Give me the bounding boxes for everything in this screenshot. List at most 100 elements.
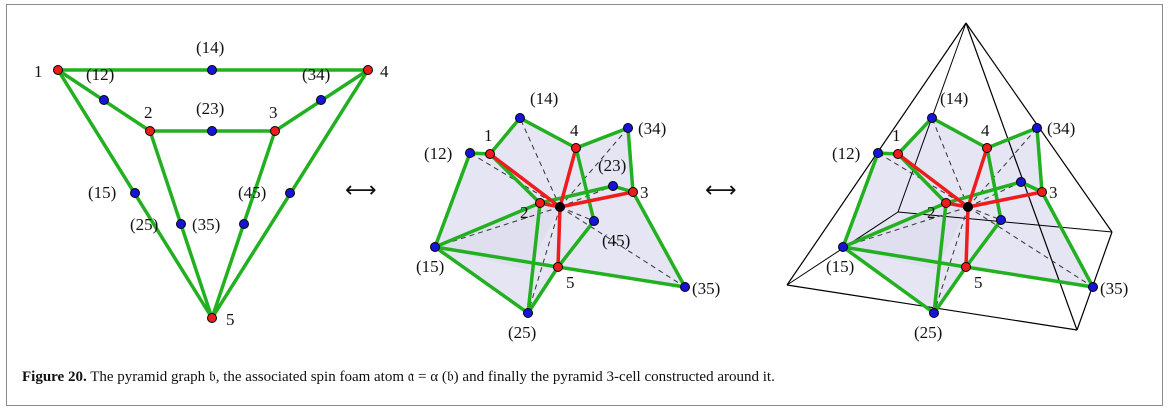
node-34 bbox=[316, 95, 326, 105]
red-edge-5 bbox=[556, 205, 562, 269]
label-e15: (15) bbox=[88, 183, 116, 202]
red-edge-3 bbox=[558, 190, 635, 209]
node-45 bbox=[996, 215, 1006, 225]
vertex-3 bbox=[1037, 187, 1047, 197]
label-v2: 2 bbox=[520, 203, 529, 222]
node-45 bbox=[285, 188, 295, 198]
label-v1: 1 bbox=[34, 62, 43, 81]
label-e23: (23) bbox=[196, 99, 224, 118]
label-v5: 5 bbox=[226, 310, 235, 329]
label-e14: (14) bbox=[530, 89, 558, 108]
dash bbox=[967, 206, 1002, 221]
node-35 bbox=[680, 282, 690, 292]
vertex-1 bbox=[53, 65, 63, 75]
arrow-left: ⟷ bbox=[345, 178, 377, 203]
node-23 bbox=[207, 126, 217, 136]
label-e35: (35) bbox=[692, 279, 720, 298]
node-14 bbox=[515, 113, 525, 123]
node-23 bbox=[1016, 177, 1026, 187]
face-d bbox=[558, 192, 685, 287]
label-e14: (14) bbox=[196, 38, 224, 57]
label-v3: 3 bbox=[640, 183, 649, 202]
vertex-4 bbox=[363, 65, 373, 75]
vertex-5 bbox=[553, 262, 563, 272]
arrow-right: ⟷ bbox=[705, 178, 737, 203]
label-v1: 1 bbox=[892, 126, 901, 145]
node-14 bbox=[207, 65, 217, 75]
face-b bbox=[898, 118, 987, 207]
dash bbox=[559, 206, 595, 222]
caption-label: Figure 20. bbox=[22, 369, 87, 385]
node-12 bbox=[99, 95, 109, 105]
red-edge-3 bbox=[966, 190, 1044, 209]
label-e34: (34) bbox=[302, 65, 330, 84]
node-34 bbox=[1032, 123, 1042, 133]
label-e23: (23) bbox=[598, 156, 626, 175]
label-e25: (25) bbox=[130, 215, 158, 234]
vertex-4 bbox=[571, 143, 581, 153]
label-e12: (12) bbox=[832, 144, 860, 163]
label-e25: (25) bbox=[914, 323, 942, 342]
label-v4: 4 bbox=[380, 62, 389, 81]
figure-caption: Figure 20. The pyramid graph 𝔟, the asso… bbox=[22, 368, 1152, 386]
dash bbox=[842, 206, 969, 248]
node-34 bbox=[623, 123, 633, 133]
caption-text: The pyramid graph 𝔟, the associated spin… bbox=[86, 369, 775, 385]
node-35 bbox=[1088, 282, 1098, 292]
node-23 bbox=[608, 181, 618, 191]
label-e15: (15) bbox=[826, 257, 854, 276]
vertex-2 bbox=[535, 198, 545, 208]
panel-atom: (14) (12) (34) (23) (45) (15) (35) (25) … bbox=[416, 89, 720, 342]
label-e34: (34) bbox=[638, 119, 666, 138]
label-v2: 2 bbox=[144, 103, 153, 122]
dash bbox=[931, 117, 969, 208]
pyramid-edge bbox=[786, 284, 1078, 331]
node-15 bbox=[430, 242, 440, 252]
node-25 bbox=[523, 308, 533, 318]
vertex-2 bbox=[145, 126, 155, 136]
dash bbox=[933, 206, 969, 314]
panel-graph: 1 4 2 3 5 (14) (12) (34) (23) (15) (45) … bbox=[34, 38, 389, 329]
panel-pyramid: (14) (12) (34) (15) (35) (25) 1 4 3 2 5 bbox=[786, 22, 1128, 342]
node-15 bbox=[130, 188, 140, 198]
red-edge-1 bbox=[488, 152, 562, 209]
red-edge-5 bbox=[964, 205, 970, 269]
pyramid-edge bbox=[965, 22, 1078, 331]
pyramid-edge bbox=[1076, 231, 1113, 331]
label-v5: 5 bbox=[974, 273, 983, 292]
center-vertex bbox=[555, 202, 565, 212]
vertex-3 bbox=[270, 126, 280, 136]
label-e45: (45) bbox=[602, 231, 630, 250]
node-15 bbox=[838, 242, 848, 252]
label-e15: (15) bbox=[416, 257, 444, 276]
node-12 bbox=[873, 148, 883, 158]
label-v3: 3 bbox=[269, 103, 278, 122]
label-e45: (45) bbox=[238, 183, 266, 202]
face-b bbox=[490, 118, 576, 207]
face-c bbox=[968, 128, 1042, 207]
node-12 bbox=[465, 148, 475, 158]
label-e35: (35) bbox=[192, 215, 220, 234]
green-path-6 bbox=[433, 245, 560, 269]
dash bbox=[527, 206, 561, 314]
red-edge-4 bbox=[966, 146, 989, 209]
vertex-5 bbox=[961, 262, 971, 272]
node-25 bbox=[176, 219, 186, 229]
node-35 bbox=[239, 219, 249, 229]
node-45 bbox=[589, 216, 599, 226]
green-path-2 bbox=[488, 152, 635, 205]
green-path-2 bbox=[896, 152, 1044, 205]
vertex-5 bbox=[207, 313, 217, 323]
vertex-2 bbox=[941, 198, 951, 208]
label-e34: (34) bbox=[1047, 119, 1075, 138]
vertex-4 bbox=[982, 143, 992, 153]
dash bbox=[559, 206, 686, 288]
label-v4: 4 bbox=[570, 121, 579, 140]
dash bbox=[519, 117, 561, 208]
node-14 bbox=[927, 113, 937, 123]
label-e12: (12) bbox=[86, 65, 114, 84]
vertex-1 bbox=[893, 149, 903, 159]
green-path-6 bbox=[841, 245, 968, 269]
label-v1: 1 bbox=[484, 126, 493, 145]
dash bbox=[967, 206, 1094, 288]
